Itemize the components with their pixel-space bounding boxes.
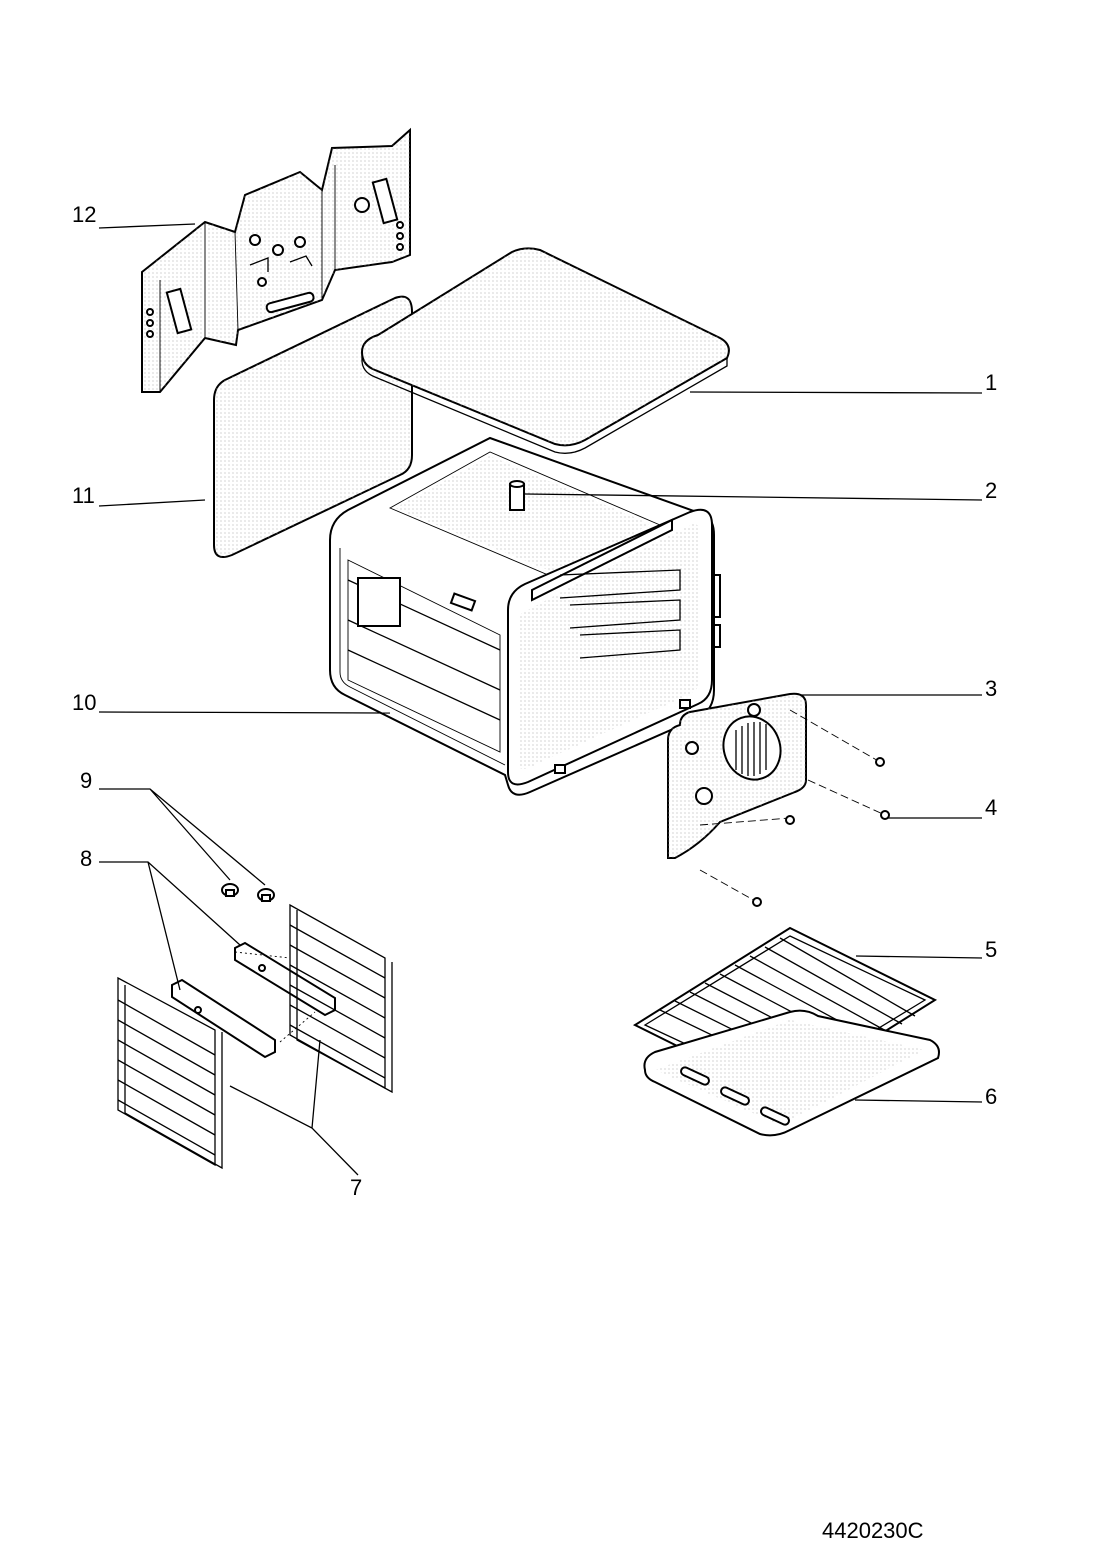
oven-cavity-part-10	[329, 436, 721, 796]
screws-part-4	[699, 709, 890, 907]
callout-9: 9	[80, 768, 92, 793]
telescopic-runners-part-8	[171, 941, 336, 1059]
sleeve-part-2	[509, 480, 525, 511]
callout-1: 1	[985, 370, 997, 395]
callout-8: 8	[80, 846, 92, 871]
baking-tray-part-6	[643, 1009, 940, 1137]
rear-bracket-panel-part-12	[141, 127, 411, 393]
side-racks-part-7	[117, 903, 393, 1170]
fan-cover-part-3	[667, 692, 807, 859]
callout-6: 6	[985, 1084, 997, 1109]
callout-4: 4	[985, 795, 997, 820]
clips-part-9	[221, 883, 275, 902]
callout-7: 7	[350, 1175, 362, 1200]
callout-11: 11	[72, 483, 95, 508]
drawing-reference-number: 4420230C	[822, 1518, 924, 1543]
callout-5: 5	[985, 937, 997, 962]
callout-3: 3	[985, 676, 997, 701]
callout-12: 12	[72, 202, 96, 227]
callout-labels: 1 2 3 4 5 6 7 8 9 10 11 12	[72, 202, 997, 1200]
top-insulation-panel-part-1	[360, 247, 730, 454]
callout-10: 10	[72, 690, 96, 715]
callout-2: 2	[985, 478, 997, 503]
leader-lines	[98, 223, 983, 1176]
